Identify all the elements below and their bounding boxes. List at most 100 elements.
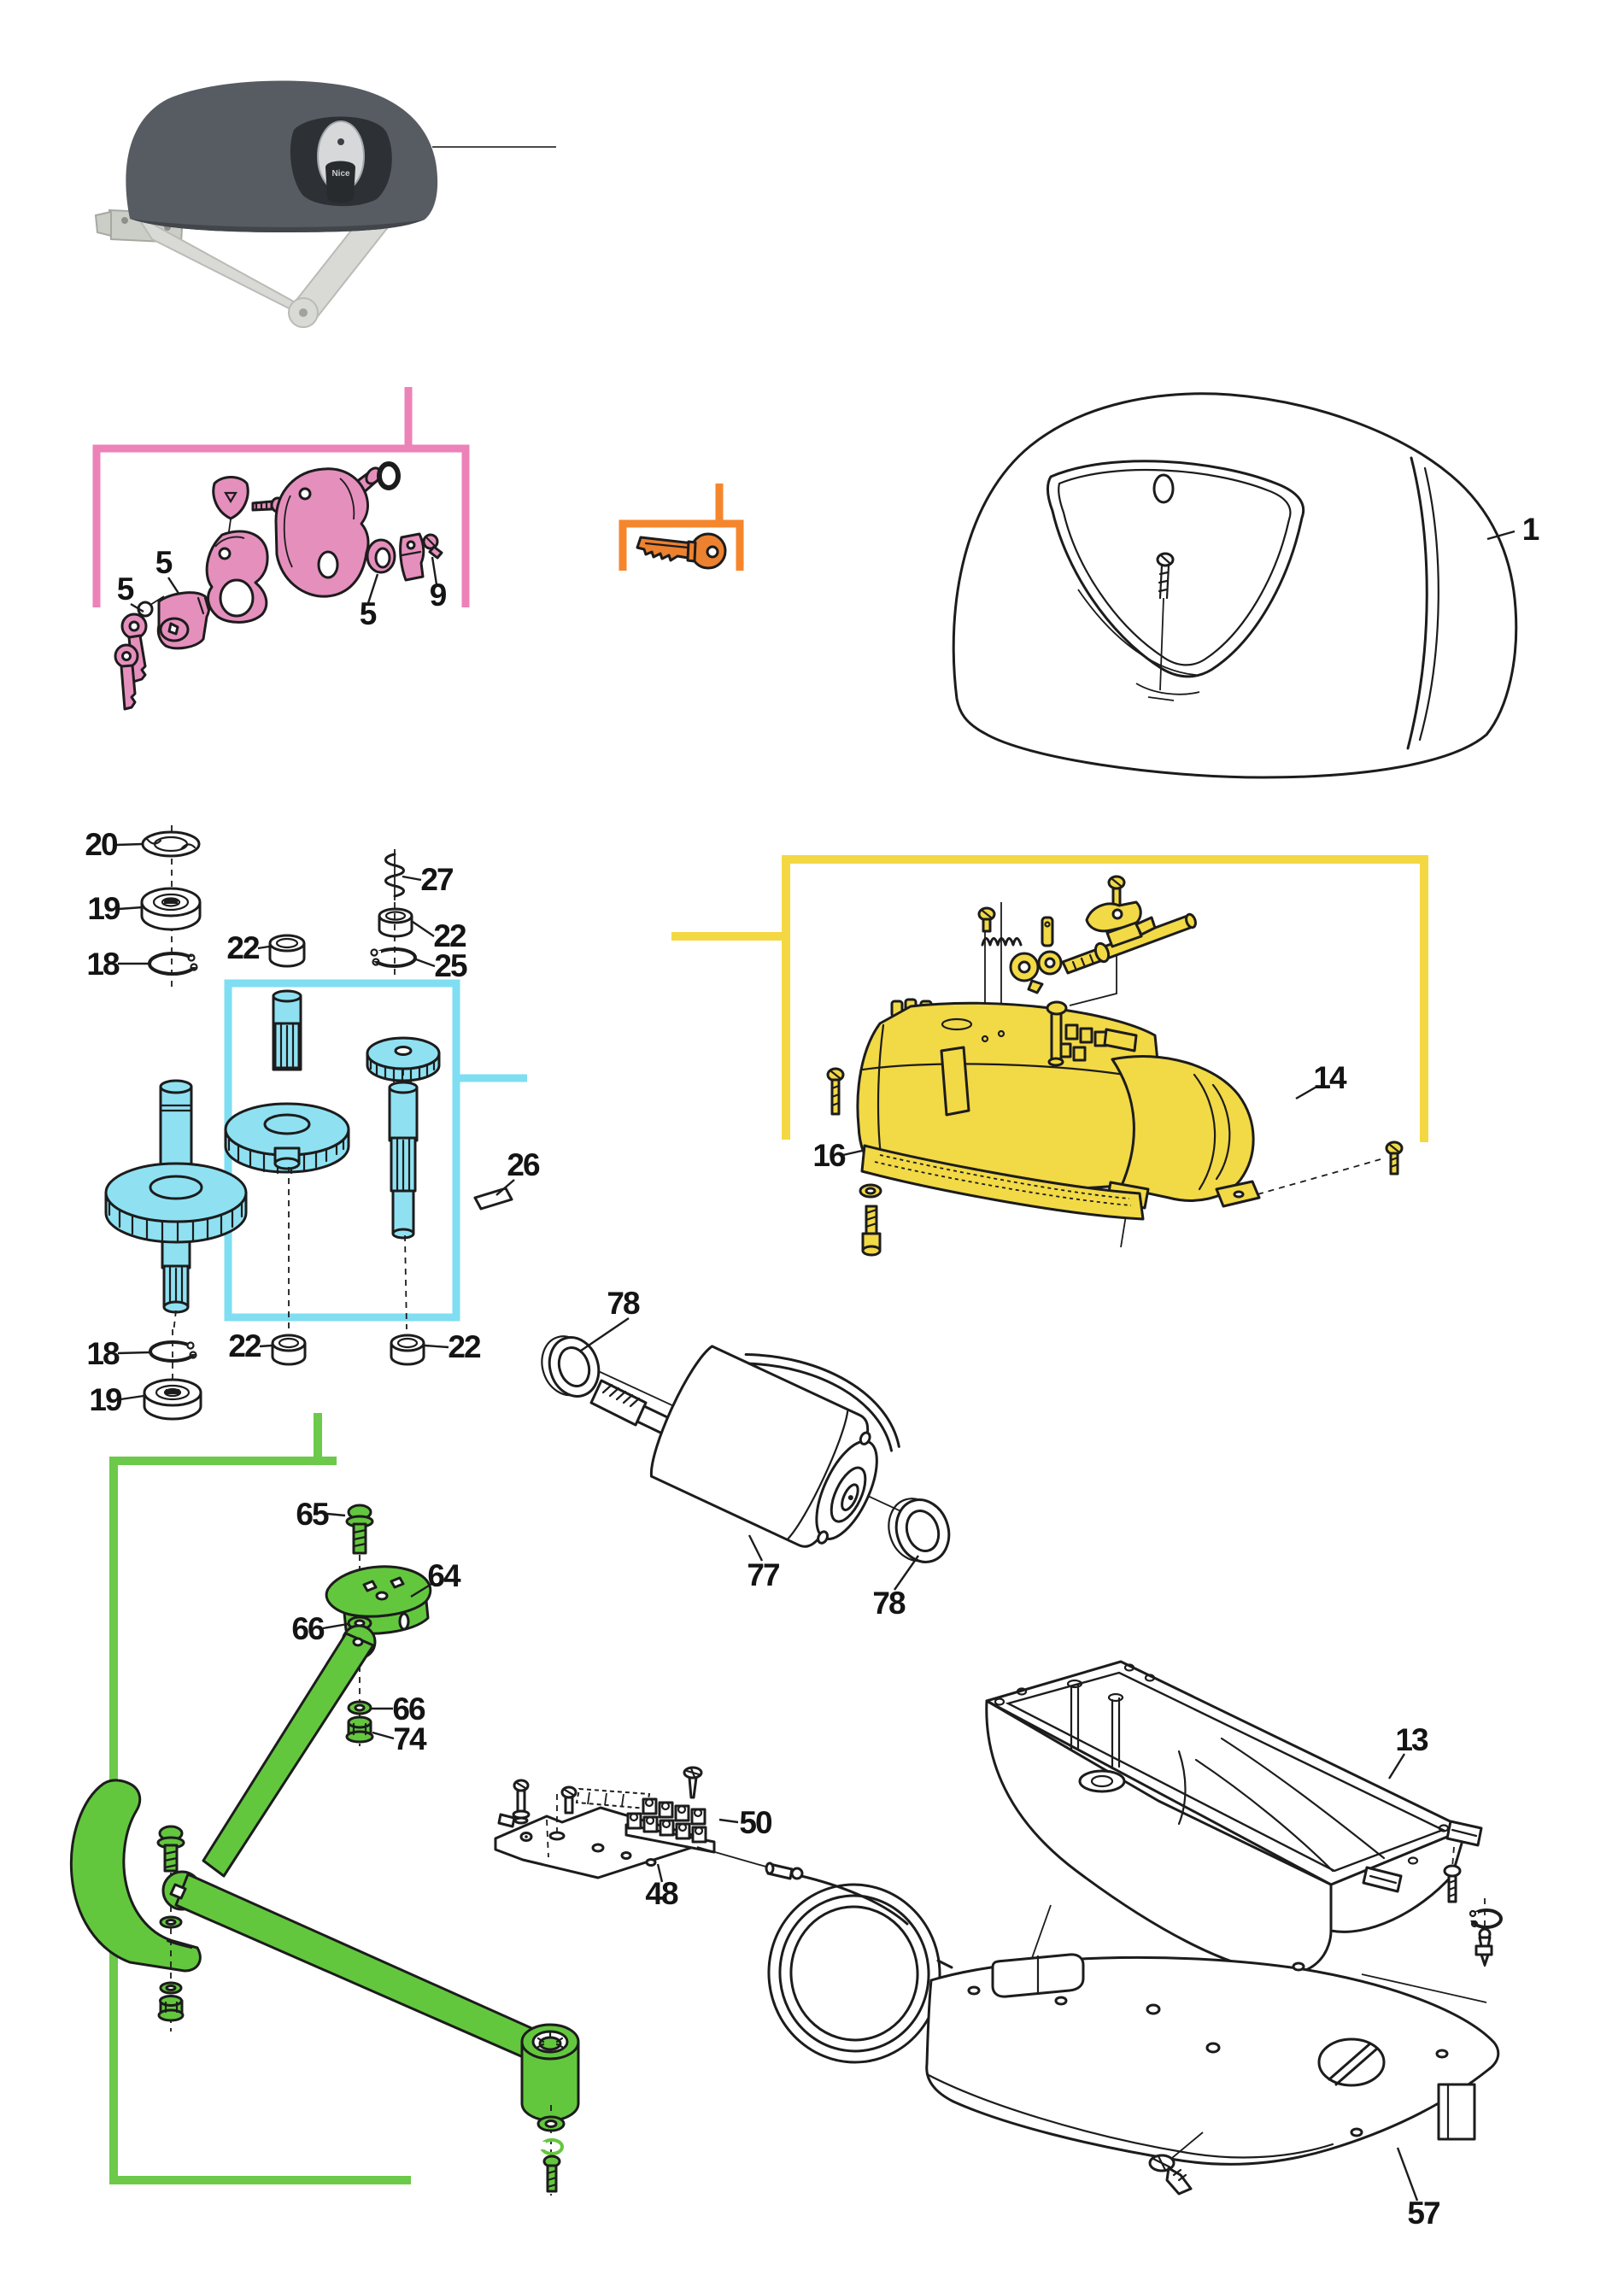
orange-frame: [619, 484, 744, 571]
part-limit-discs: [1009, 950, 1063, 994]
part-screw-top-a: [977, 906, 996, 933]
part-screw-9: [422, 533, 443, 560]
part-gear-shaft-C: [366, 1036, 441, 1240]
part-plate-screw-57: [1148, 2131, 1204, 2196]
label-part-27-leader: [402, 875, 422, 882]
part-cover-1: [952, 392, 1518, 779]
part-wave-washer-20: [141, 830, 201, 858]
label-part-77: 77: [747, 1557, 779, 1592]
part-motor-bell: [1111, 1055, 1255, 1202]
label-part-78a: 78: [607, 1286, 640, 1321]
part-o-ring: [377, 461, 401, 490]
label-part-19b-leader: [120, 1394, 144, 1401]
part-key-26: [473, 1187, 513, 1211]
photo-brand-logo: Nice: [331, 169, 350, 179]
group-arm-assembly: [69, 1413, 580, 2196]
label-part-1-leader: [1486, 530, 1516, 541]
label-part-50: 50: [739, 1805, 772, 1840]
label-part-48: 48: [645, 1876, 678, 1911]
part-main-arm: [161, 1870, 580, 2122]
part-release-pin: [1046, 1000, 1068, 1067]
part-key: [636, 532, 727, 570]
group-motor: [541, 1335, 951, 1563]
part-hub-screw: [542, 2155, 561, 2193]
label-part-64: 64: [427, 1558, 461, 1593]
part-plate-screw-c: [683, 1766, 703, 1799]
group-base: [925, 1660, 1503, 2196]
part-gear-shaft-B: [224, 989, 350, 1175]
label-part-18b-leader: [117, 1351, 150, 1355]
part-bearing-19: [140, 887, 202, 931]
part-hub-circlip: [538, 2138, 564, 2155]
part-circlip-18: [148, 952, 202, 976]
part-seal-78-bottom: [888, 1498, 951, 1563]
label-part-19b: 19: [89, 1382, 122, 1417]
label-part-25: 25: [434, 948, 467, 983]
label-part-22c: 22: [228, 1328, 261, 1363]
label-part-65: 65: [296, 1497, 329, 1532]
part-base-housing-13: [985, 1660, 1483, 1975]
part-seal-78-top: [541, 1335, 601, 1398]
label-part-5b-leader: [167, 577, 181, 595]
label-part-16-leader: [842, 1149, 863, 1157]
part-screw-right: [1385, 1140, 1404, 1176]
part-lock-shell: [205, 530, 269, 624]
part-washer-66-lower: [347, 1700, 372, 1715]
label-part-1: 1: [1522, 512, 1539, 547]
cover-screw: [1147, 552, 1175, 701]
part-bushing-22-mid: [268, 934, 306, 968]
part-gearcase-housing-14: [856, 998, 1261, 1210]
part-rocker-cam: [1085, 900, 1142, 933]
label-part-78a-leader: [580, 1317, 630, 1351]
label-part-25-leader: [415, 958, 436, 968]
part-washer-joint-b: [159, 1981, 183, 1995]
part-bezel-ring: [366, 538, 396, 574]
part-bearing-19b: [143, 1378, 202, 1421]
label-part-18a: 18: [86, 947, 120, 982]
part-nut-74: [345, 1715, 374, 1744]
label-part-5b: 5: [155, 545, 173, 580]
part-plate-screw-b: [560, 1785, 577, 1815]
label-part-57-leader: [1396, 2147, 1419, 2202]
group-bearing-stack-top: [140, 825, 417, 989]
part-nut-joint: [157, 1995, 185, 2022]
part-spring-small: [981, 937, 1023, 947]
part-latch: [399, 532, 425, 582]
part-screw-top-b: [1107, 875, 1126, 909]
label-part-64-leader: [410, 1581, 434, 1598]
part-bushing-22c: [271, 1334, 307, 1366]
part-joint-screw: [156, 1825, 185, 1873]
part-worm-shaft: [1061, 912, 1197, 975]
part-shield-cap: [212, 476, 249, 544]
part-plate-screw-a: [512, 1779, 531, 1825]
group-lock-set: [92, 387, 470, 711]
group-bearing-stack-bottom: [143, 1329, 425, 1421]
group-release-key: [619, 484, 744, 571]
part-base-circlip: [1469, 1908, 1503, 1929]
product-photo: Nice: [94, 80, 556, 328]
part-fixing-screw: [1443, 1864, 1462, 1903]
part-screw-left: [826, 1067, 845, 1116]
label-part-26: 26: [507, 1147, 540, 1182]
part-spline-hub: [520, 2023, 580, 2122]
part-washer-bolt-under: [859, 1183, 882, 1257]
label-part-20: 20: [85, 827, 118, 862]
label-part-22d-leader: [424, 1344, 449, 1349]
part-lock-cover: [274, 466, 382, 598]
part-bushing-22d: [390, 1334, 425, 1366]
label-part-74: 74: [393, 1721, 427, 1756]
pink-frame: [92, 387, 470, 607]
label-part-22a-leader: [257, 945, 270, 950]
part-lock-cylinder: [156, 591, 211, 650]
label-part-22d: 22: [448, 1329, 481, 1364]
part-circlip-25: [370, 902, 417, 977]
label-part-66a: 66: [291, 1611, 325, 1646]
label-part-19a: 19: [87, 891, 120, 926]
part-gear-shaft-A: [104, 1079, 248, 1314]
label-part-77-leader: [748, 1534, 764, 1562]
part-upper-link-arm: [202, 1624, 377, 1878]
label-part-5c: 5: [360, 596, 377, 631]
group-terminal: [494, 1766, 955, 2064]
